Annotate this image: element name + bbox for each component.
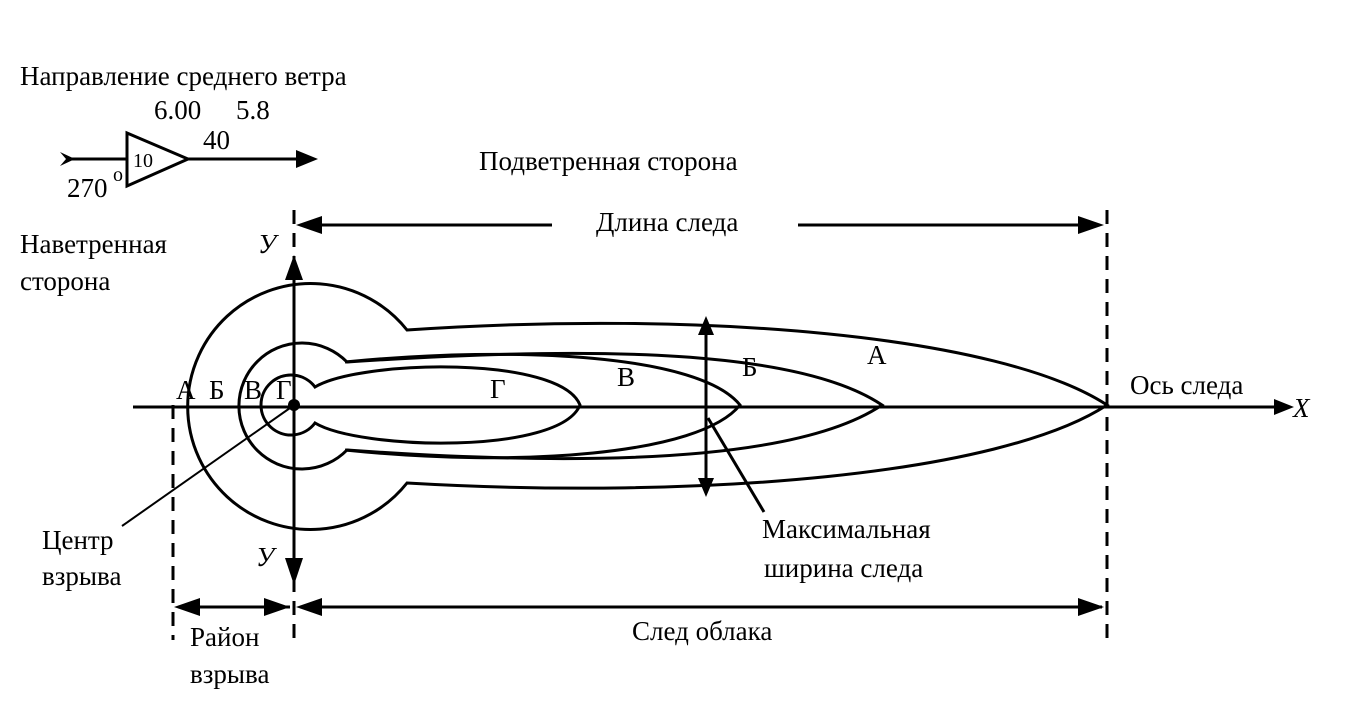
max-width-label-1: Максимальная bbox=[762, 514, 931, 544]
max-width-pointer-line bbox=[706, 417, 766, 513]
explosion-area-arrow bbox=[174, 598, 290, 616]
explosion-area-label-1: Район bbox=[190, 622, 259, 652]
windward-side-label-1: Наветренная bbox=[20, 229, 167, 259]
wind-distance-value: 40 bbox=[203, 125, 230, 155]
center-label-1: Центр bbox=[42, 525, 114, 555]
zone-a-contour bbox=[186, 282, 1110, 531]
zone-label-a: А bbox=[867, 340, 887, 370]
wind-time-value: 6.00 bbox=[154, 95, 201, 125]
leeward-side-label: Подветренная сторона bbox=[479, 146, 738, 176]
wind-direction-title: Направление среднего ветра bbox=[20, 61, 347, 91]
x-axis-label: X bbox=[1292, 393, 1311, 423]
trace-axis-label: Ось следа bbox=[1130, 370, 1243, 400]
zone-label-v-left: В bbox=[244, 375, 262, 405]
cloud-trace-arrow bbox=[296, 598, 1104, 616]
x-axis-arrow-icon bbox=[1274, 399, 1294, 415]
windward-side-label-2: сторона bbox=[20, 266, 110, 296]
explosion-area-label-2: взрыва bbox=[190, 659, 269, 689]
max-width-label-2: ширина следа bbox=[764, 553, 923, 583]
max-width-arrow bbox=[698, 316, 714, 497]
wind-arrow-icon bbox=[60, 130, 318, 189]
y-axis-top-label: У bbox=[258, 229, 279, 259]
zone-label-b-left: Б bbox=[209, 375, 225, 405]
wind-angle-degree: o bbox=[113, 164, 123, 186]
zone-label-a-left: А bbox=[176, 375, 196, 405]
y-axis-down-arrow-icon bbox=[285, 558, 303, 585]
y-axis-bottom-label: У bbox=[256, 542, 277, 572]
y-axis-up-arrow-icon bbox=[285, 255, 303, 280]
zone-label-v: В bbox=[617, 362, 635, 392]
trace-length-arrow bbox=[296, 216, 1104, 234]
explosion-center-dot bbox=[288, 399, 300, 411]
zone-v-contour bbox=[344, 352, 742, 460]
center-label-2: взрыва bbox=[42, 561, 121, 591]
wind-angle-value: 270 bbox=[67, 173, 108, 203]
zone-g-contour bbox=[259, 365, 582, 445]
zone-label-g-left: Г bbox=[276, 375, 292, 405]
zone-label-g: Г bbox=[490, 374, 506, 404]
wind-speed-value: 5.8 bbox=[236, 95, 270, 125]
cloud-trace-label: След облака bbox=[632, 616, 772, 646]
center-pointer-line bbox=[121, 407, 291, 527]
wind-box-value: 10 bbox=[133, 150, 153, 172]
trace-length-label: Длина следа bbox=[596, 207, 738, 237]
zone-label-b: Б bbox=[742, 352, 758, 382]
